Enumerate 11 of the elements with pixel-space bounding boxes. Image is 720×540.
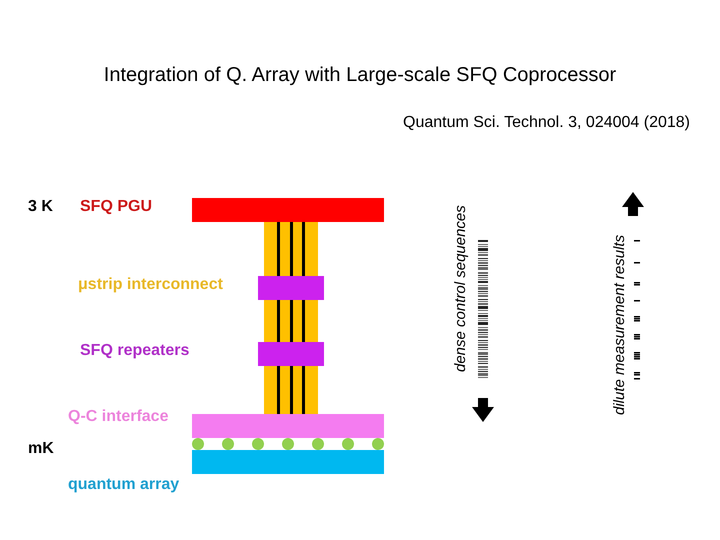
part-label: SFQ PGU	[80, 198, 152, 216]
temperature-label: mK	[28, 440, 54, 458]
title: Integration of Q. Array with Large-scale SFQ Coprocessor	[102, 64, 618, 87]
temperature-label: 3 K	[28, 198, 53, 216]
part-label: μstrip interconnect	[78, 276, 223, 294]
part-label: Q-C interface	[68, 408, 168, 426]
arrow-label: dilute measurement results	[611, 234, 628, 415]
arrow-label: dense control sequences	[452, 205, 469, 374]
part-label: quantum array	[68, 476, 180, 494]
citation: Quantum Sci. Technol. 3, 024004 (2018)	[403, 114, 690, 132]
part-label: SFQ repeaters	[80, 342, 190, 360]
